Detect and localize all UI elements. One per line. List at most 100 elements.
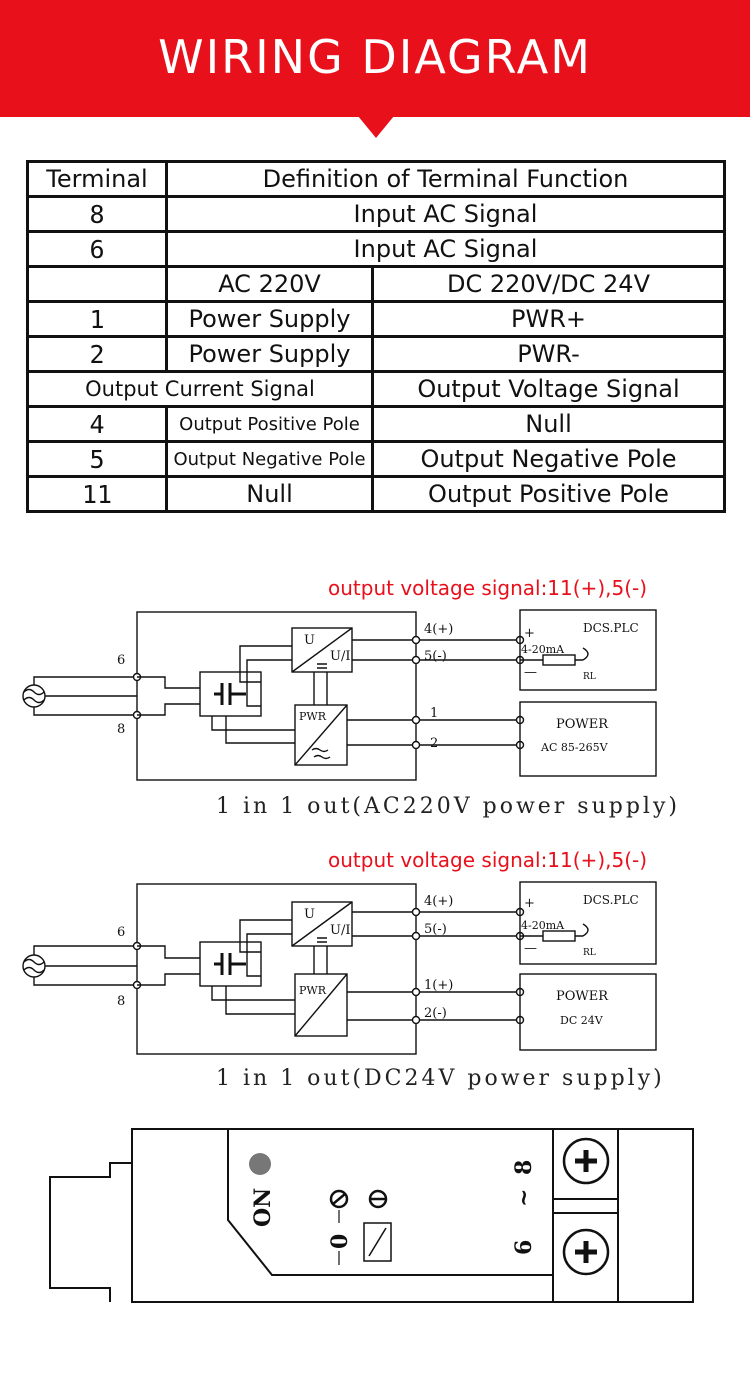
terminal-function: Input AC Signal: [165, 195, 726, 233]
page-title: WIRING DIAGRAM: [158, 30, 592, 84]
table-row: 1 Power Supply PWR+: [26, 300, 726, 338]
in-bottom-label: 8: [117, 722, 125, 737]
isolation-block: [199, 941, 262, 987]
rl-label: RL: [583, 948, 596, 958]
terminal-top-label: 8: [511, 1160, 537, 1175]
device-drawing: ON 0 8 ~ 6: [49, 1128, 694, 1303]
p2-label: 2: [430, 736, 438, 751]
voltage-function: Output Negative Pole: [371, 440, 726, 478]
dc-function: PWR+: [371, 300, 726, 338]
out-neg-label: 5(-): [424, 922, 447, 937]
terminal-screw-icon: [562, 1137, 610, 1185]
isolation-block: [199, 671, 262, 717]
module-icon: [363, 1222, 392, 1262]
power-spec-label: AC 85-265V: [540, 741, 609, 754]
ac-function: Power Supply: [165, 300, 374, 338]
terminal-sep-label: ~: [511, 1189, 537, 1207]
in-top-label: 6: [117, 653, 125, 668]
voltage-function: Output Positive Pole: [371, 475, 726, 513]
ac-source-icon: [22, 684, 46, 708]
ma-label: 4-20mA: [521, 643, 565, 656]
diagram2-caption: 1 in 1 out(DC24V power supply): [216, 1066, 665, 1091]
pwr-label: PWR: [299, 710, 327, 723]
isolation-icon: [214, 953, 246, 975]
conv-u-label: U: [304, 907, 315, 922]
module-body: [136, 611, 417, 781]
table-row: 8 Input AC Signal: [26, 195, 726, 233]
current-function: Output Negative Pole: [165, 440, 374, 478]
dcs-label: DCS.PLC: [583, 621, 639, 635]
conv-ui-label: U/I: [330, 923, 350, 938]
terminal-number: 6: [26, 230, 168, 268]
terminal-number: 8: [26, 195, 168, 233]
p1-label: 1(+): [424, 978, 453, 993]
terminal-screw-icon: [562, 1228, 610, 1276]
current-function: Null: [165, 475, 374, 513]
header-terminal: Terminal: [26, 160, 168, 198]
ma-label: 4-20mA: [521, 919, 565, 932]
loop-arrow-icon: [582, 647, 589, 661]
current-function: Output Positive Pole: [165, 405, 374, 443]
terminal-number: 1: [26, 300, 168, 338]
terminal-table: Terminal Definition of Terminal Function…: [26, 160, 726, 513]
conv-u-label: U: [304, 633, 315, 648]
device-body: [131, 1128, 694, 1303]
empty-cell: [26, 265, 168, 303]
power-header-row: AC 220V DC 220V/DC 24V: [26, 265, 726, 303]
banner-arrow-icon: [358, 116, 394, 138]
header-banner: [0, 0, 750, 117]
diagram1-caption: 1 in 1 out(AC220V power supply): [216, 794, 680, 819]
minus-label: —: [524, 665, 537, 680]
minus-label: —: [524, 941, 537, 956]
rl-label: RL: [583, 672, 596, 682]
power-spec-label: DC 24V: [560, 1014, 604, 1027]
power-label: POWER: [556, 717, 609, 732]
wiring-diagram-dc: 6 8 U U/I PWR 4(+) 5(-) 1(+) 2(-) + — DC…: [22, 881, 657, 1055]
power-box: [519, 701, 657, 777]
terminal-number: 5: [26, 440, 168, 478]
table-row: 6 Input AC Signal: [26, 230, 726, 268]
loop-arrow-icon: [582, 923, 589, 937]
terminal-number: 11: [26, 475, 168, 513]
pwr-label: PWR: [299, 984, 327, 997]
converter-block: [291, 627, 353, 673]
on-label: ON: [250, 1188, 276, 1227]
terminal-number: 4: [26, 405, 168, 443]
header-ac: AC 220V: [165, 265, 374, 303]
zero-label: 0: [327, 1234, 353, 1249]
plus-label: +: [524, 896, 535, 911]
header-definition: Definition of Terminal Function: [165, 160, 726, 198]
out-neg-label: 5(-): [424, 649, 447, 664]
table-row: 5 Output Negative Pole Output Negative P…: [26, 440, 726, 478]
zero-pot-icon: [329, 1189, 349, 1209]
power-box: [519, 973, 657, 1051]
plus-label: +: [524, 626, 535, 641]
p2-label: 2(-): [424, 1006, 447, 1021]
p1-label: 1: [430, 706, 438, 721]
module-body: [136, 883, 417, 1055]
out-pos-label: 4(+): [424, 622, 453, 637]
dc-function: PWR-: [371, 335, 726, 373]
terminal-number: 2: [26, 335, 168, 373]
wiring-diagram-ac: 6 8 U U/I PWR 4(+) 5(-) 1 2 + — DCS.PLC …: [22, 609, 657, 781]
resistor-icon: [542, 654, 576, 666]
diagram1-note: output voltage signal:11(+),5(-): [328, 576, 648, 600]
terminal-bottom-label: 6: [511, 1240, 537, 1255]
output-header-row: Output Current Signal Output Voltage Sig…: [26, 370, 726, 408]
dcs-plc-box: [519, 881, 657, 965]
header-current: Output Current Signal: [26, 370, 374, 408]
out-pos-label: 4(+): [424, 894, 453, 909]
dcs-label: DCS.PLC: [583, 893, 639, 907]
in-top-label: 6: [117, 925, 125, 940]
header-voltage: Output Voltage Signal: [371, 370, 726, 408]
converter-block: [291, 901, 353, 947]
ac-function: Power Supply: [165, 335, 374, 373]
pwr-block: [294, 704, 348, 766]
dcs-plc-box: [519, 609, 657, 691]
diagram2-note: output voltage signal:11(+),5(-): [328, 848, 648, 872]
in-bottom-label: 8: [117, 994, 125, 1009]
header-dc: DC 220V/DC 24V: [371, 265, 726, 303]
status-led: [249, 1153, 271, 1175]
table-header-row: Terminal Definition of Terminal Function: [26, 160, 726, 198]
conv-ui-label: U/I: [330, 649, 350, 664]
